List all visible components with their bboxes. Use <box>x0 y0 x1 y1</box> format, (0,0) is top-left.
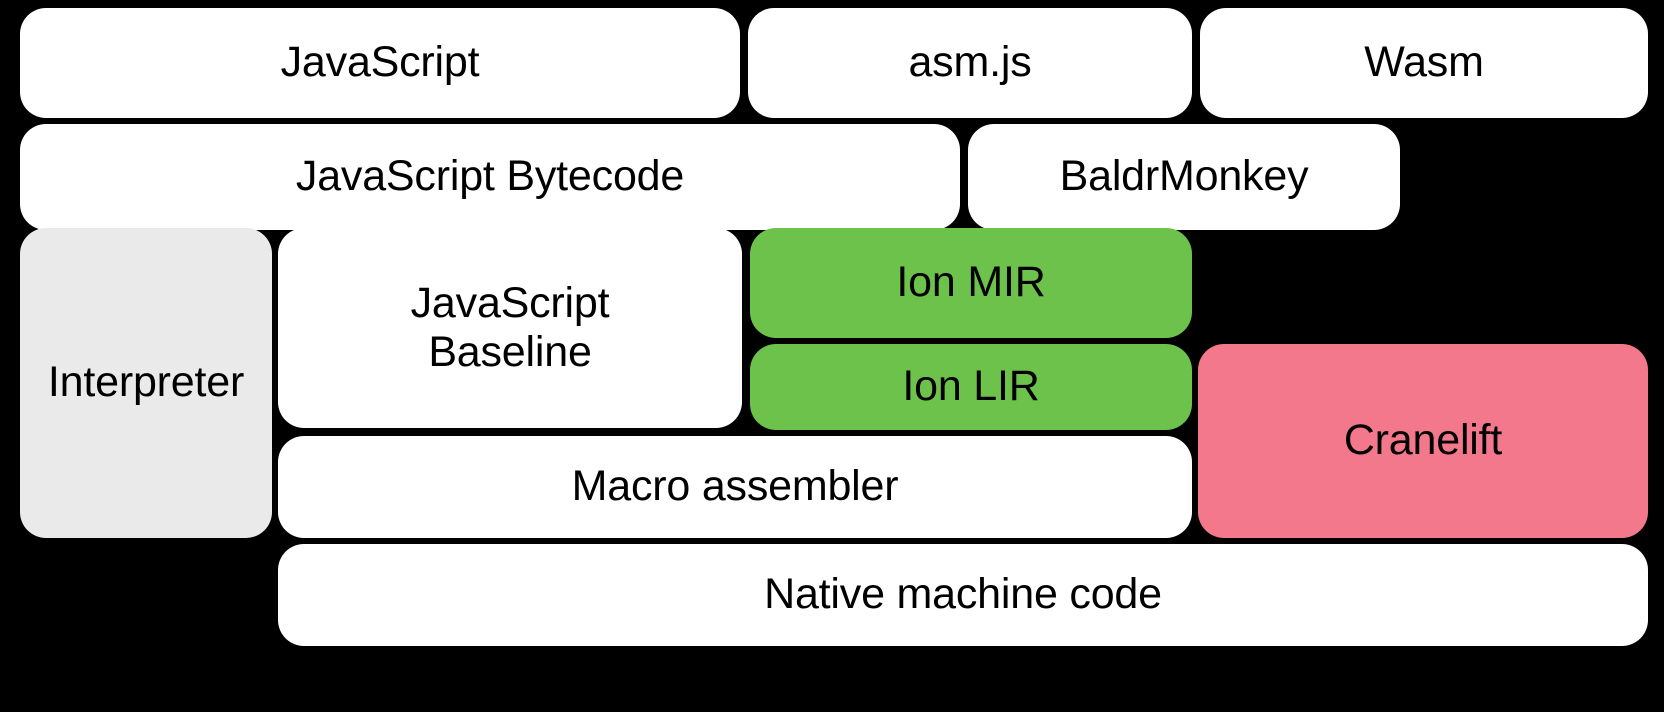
node-wasm[interactable]: Wasm <box>1200 8 1648 118</box>
node-asmjs[interactable]: asm.js <box>748 8 1192 118</box>
node-label: Native machine code <box>764 570 1162 619</box>
node-label: asm.js <box>908 38 1032 87</box>
node-javascript-bytecode[interactable]: JavaScript Bytecode <box>20 124 960 230</box>
node-ion-lir[interactable]: Ion LIR <box>750 344 1192 430</box>
node-label: JavaScript Baseline <box>410 278 610 376</box>
node-native-machine-code[interactable]: Native machine code <box>278 544 1648 646</box>
node-label: Macro assembler <box>571 462 899 511</box>
node-ion-mir[interactable]: Ion MIR <box>750 228 1192 338</box>
node-label: Ion MIR <box>896 258 1046 307</box>
node-macro-assembler[interactable]: Macro assembler <box>278 436 1192 538</box>
node-label: Cranelift <box>1343 416 1503 465</box>
node-javascript[interactable]: JavaScript <box>20 8 740 118</box>
node-label: Interpreter <box>47 358 245 407</box>
node-baldrmonkey[interactable]: BaldrMonkey <box>968 124 1400 230</box>
node-label: BaldrMonkey <box>1059 152 1309 201</box>
node-label: JavaScript <box>280 38 480 87</box>
node-cranelift[interactable]: Cranelift <box>1198 344 1648 538</box>
node-label: JavaScript Bytecode <box>295 152 685 201</box>
node-label: Wasm <box>1364 38 1484 87</box>
node-javascript-baseline[interactable]: JavaScript Baseline <box>278 228 742 428</box>
node-interpreter[interactable]: Interpreter <box>20 228 272 538</box>
node-label: Ion LIR <box>902 362 1040 411</box>
